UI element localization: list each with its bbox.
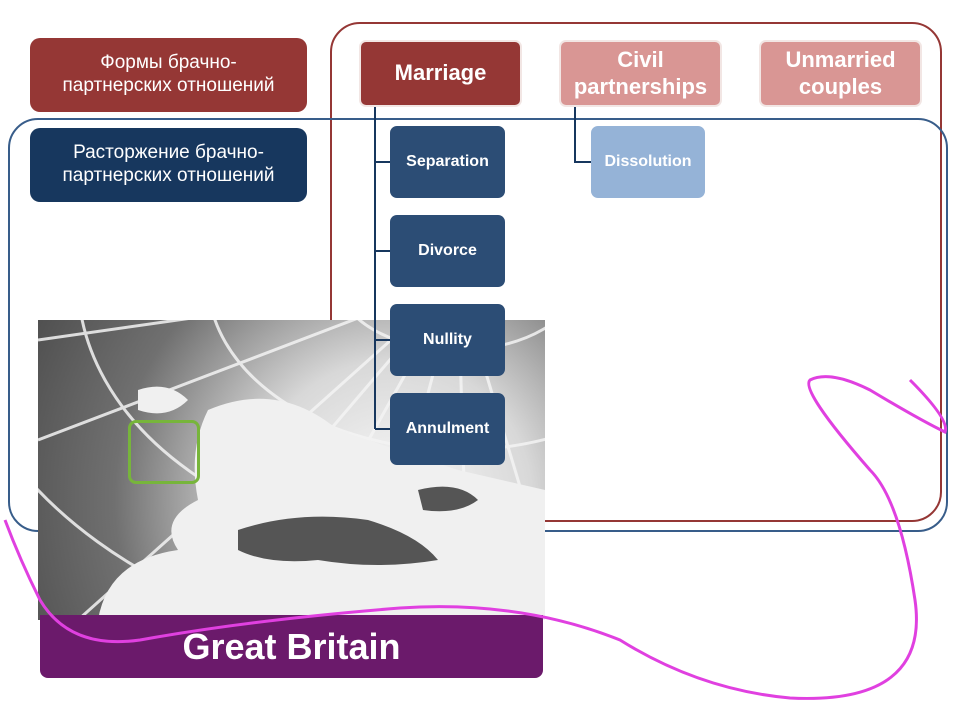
- forms-legend-label: Формы брачно-партнерских отношений: [30, 38, 307, 112]
- dissolution-divorce: Divorce: [390, 215, 505, 287]
- dissolution-separation: Separation: [390, 126, 505, 198]
- dissolution-legend-label: Расторжение брачно-партнерских отношений: [30, 128, 307, 202]
- dissolution-nullity: Nullity: [390, 304, 505, 376]
- form-civil-partnerships: Civil partnerships: [559, 40, 722, 107]
- form-unmarried-couples: Unmarried couples: [759, 40, 922, 107]
- dissolution-civil: Dissolution: [591, 126, 705, 198]
- form-marriage: Marriage: [359, 40, 522, 107]
- dissolution-annulment: Annulment: [390, 393, 505, 465]
